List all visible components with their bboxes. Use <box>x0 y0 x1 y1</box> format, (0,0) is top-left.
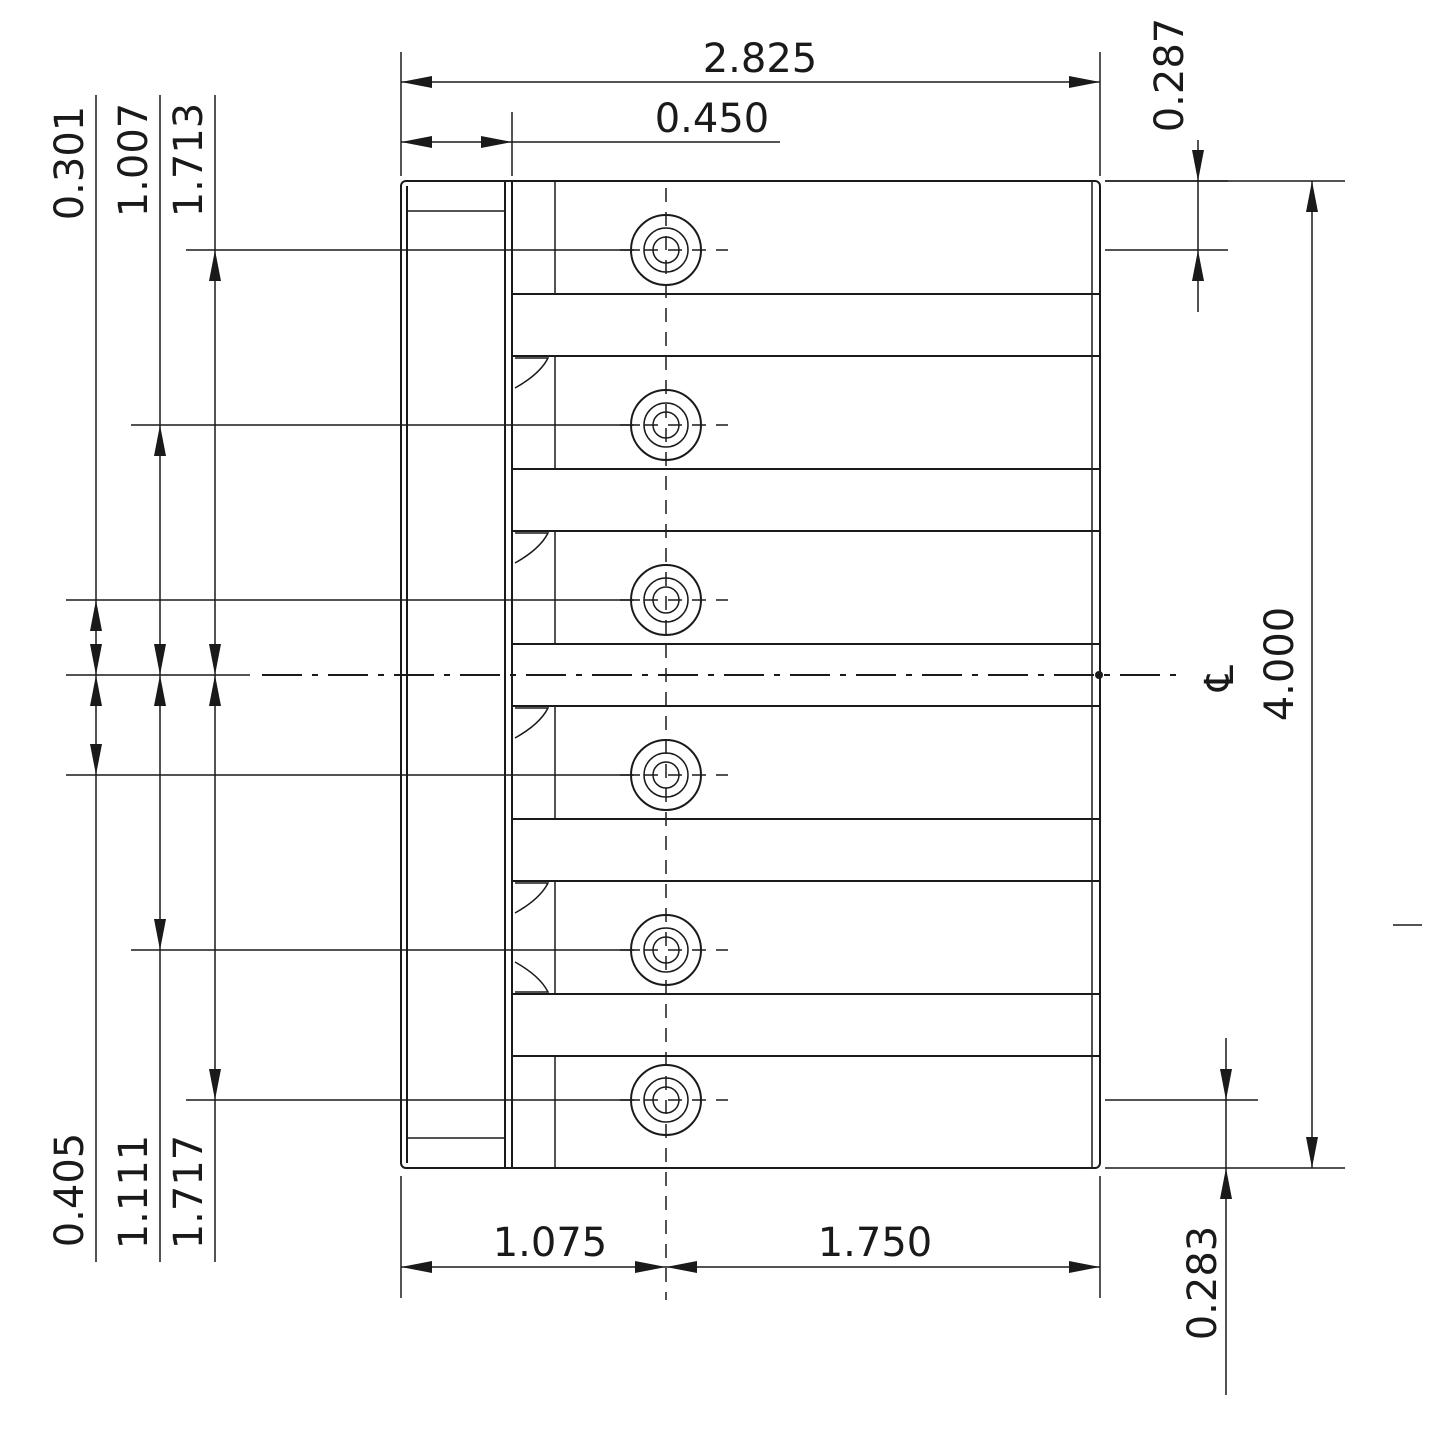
dim-hole-x-to-right: 1.750 <box>818 1220 933 1266</box>
dim-overall-height: 4.000 <box>1257 607 1303 722</box>
counterbore-outline <box>630 389 702 461</box>
top-dimensions: 2.825 0.450 <box>400 36 1101 176</box>
dim-top-offset: 0.287 <box>1147 18 1193 133</box>
dim-left-lower-2: 1.111 <box>111 1135 157 1250</box>
dim-left-upper-1: 0.301 <box>47 106 93 221</box>
dim-hole-x-from-left: 1.075 <box>493 1220 608 1266</box>
dim-edge-offset: 0.450 <box>655 96 770 142</box>
centerline-symbol: ℄ <box>1197 665 1243 692</box>
right-dimensions: 0.287 4.000 0.283 <box>1105 18 1422 1395</box>
dim-left-lower-3: 1.717 <box>166 1135 212 1250</box>
rib-slots <box>512 293 1100 1057</box>
dim-bottom-offset: 0.283 <box>1180 1226 1226 1341</box>
bottom-dimensions: 1.075 1.750 <box>400 1176 1101 1298</box>
dim-left-lower-1: 0.405 <box>47 1133 93 1248</box>
left-dimensions: 0.301 1.007 1.713 0.405 1.111 1.717 <box>47 95 640 1262</box>
centerline-point <box>1095 671 1103 679</box>
dim-left-upper-3: 1.713 <box>166 103 212 218</box>
counterbore-outline <box>630 914 702 986</box>
dim-overall-width: 2.825 <box>703 36 818 82</box>
dim-left-upper-2: 1.007 <box>111 103 157 218</box>
